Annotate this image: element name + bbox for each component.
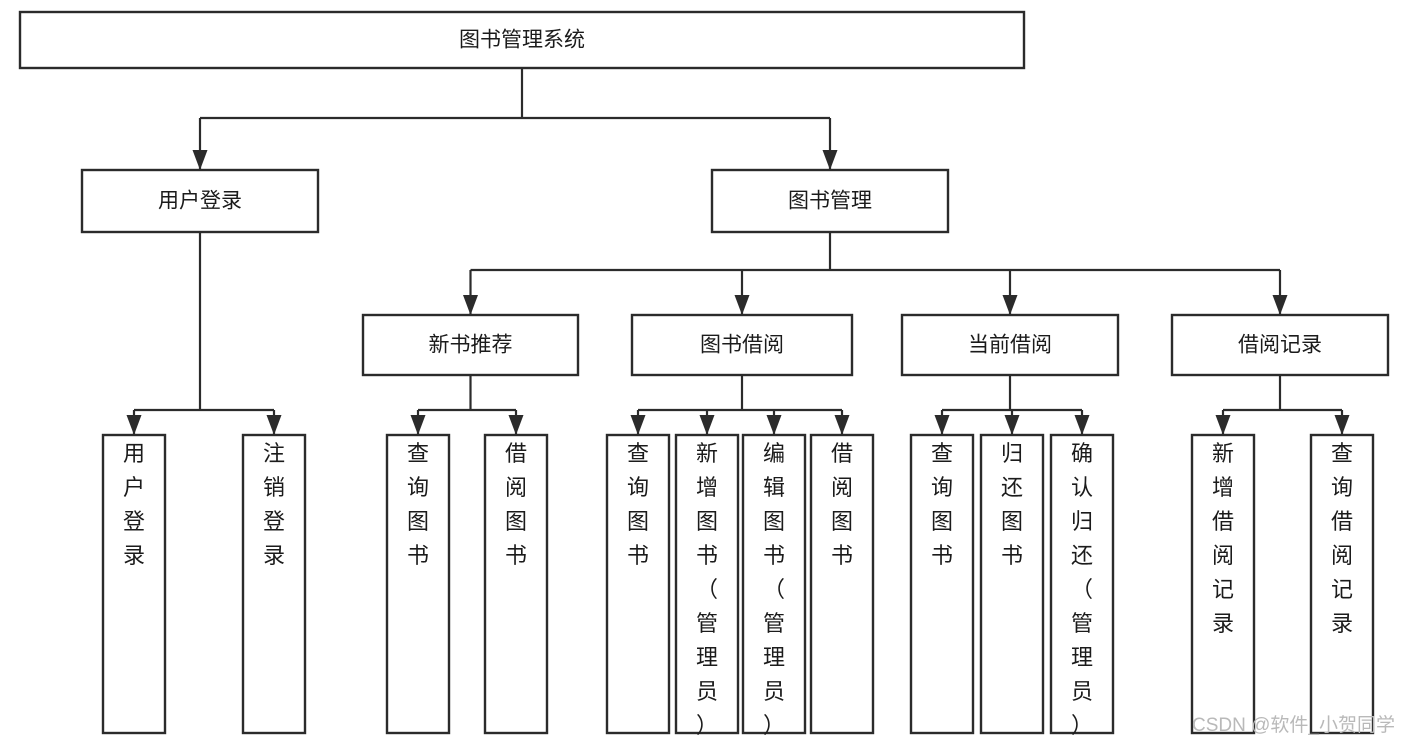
node-borrow-record[interactable]: 借阅记录 (1170, 313, 1390, 377)
node-box-root (18, 10, 1026, 70)
arrow-to-leaf-edit-book-admin (766, 415, 782, 435)
node-box-leaf-query-borrow-record (1309, 433, 1375, 735)
node-box-leaf-return-book (979, 433, 1045, 735)
node-leaf-add-borrow-record[interactable]: 新增借阅记录 (1190, 433, 1256, 735)
node-label-leaf-confirm-return-admin: 确认归还（管理员） (1071, 441, 1093, 738)
node-box-user-login (80, 168, 320, 234)
connector-layer (126, 68, 1350, 435)
node-box-book-borrow (630, 313, 854, 377)
arrow-to-borrow-record (1272, 295, 1288, 315)
arrow-to-new-book-recommend (463, 295, 478, 315)
node-label-leaf-query-borrow-record: 查询借阅记录 (1331, 441, 1353, 636)
node-label-leaf-add-book-admin: 新增图书（管理员） (696, 441, 718, 738)
node-box-leaf-query-book-borrow (605, 433, 671, 735)
arrow-to-leaf-return-book (1004, 415, 1020, 435)
arrow-to-current-borrow (1002, 295, 1018, 315)
arrow-to-leaf-query-borrow-record (1334, 415, 1350, 435)
arrow-to-book-borrow (734, 295, 750, 315)
node-label-user-login: 用户登录 (158, 190, 242, 213)
node-label-leaf-query-book-rec: 查询图书 (407, 441, 429, 568)
node-leaf-add-book-admin[interactable]: 新增图书（管理员） (674, 433, 740, 738)
node-label-book-manage: 图书管理 (788, 190, 872, 213)
node-box-leaf-borrow-book (809, 433, 875, 735)
node-book-manage[interactable]: 图书管理 (710, 168, 950, 234)
arrow-to-leaf-borrow-book-rec (508, 415, 524, 435)
node-box-borrow-record (1170, 313, 1390, 377)
node-new-book-recommend[interactable]: 新书推荐 (361, 313, 580, 377)
arrow-to-leaf-query-book-rec (410, 415, 426, 435)
node-label-root: 图书管理系统 (459, 29, 585, 52)
node-box-leaf-user-login (101, 433, 167, 735)
node-leaf-query-book-current[interactable]: 查询图书 (909, 433, 975, 735)
node-current-borrow[interactable]: 当前借阅 (900, 313, 1120, 377)
node-box-leaf-add-book-admin (674, 433, 740, 735)
node-leaf-edit-book-admin[interactable]: 编辑图书（管理员） (741, 433, 807, 738)
arrow-to-leaf-add-borrow-record (1215, 415, 1231, 435)
node-label-leaf-query-book-current: 查询图书 (931, 441, 953, 568)
node-box-leaf-logout (241, 433, 307, 735)
node-leaf-user-login[interactable]: 用户登录 (101, 433, 167, 735)
arrow-to-leaf-borrow-book (834, 415, 850, 435)
arrow-to-leaf-logout (266, 415, 282, 435)
node-layer: 图书管理系统用户登录图书管理新书推荐图书借阅当前借阅借阅记录用户登录注销登录查询… (18, 10, 1390, 738)
node-box-leaf-query-book-rec (385, 433, 451, 735)
arrow-to-leaf-user-login (126, 415, 142, 435)
node-box-leaf-query-book-current (909, 433, 975, 735)
arrow-to-leaf-add-book-admin (699, 415, 715, 435)
node-leaf-logout[interactable]: 注销登录 (241, 433, 307, 735)
node-leaf-borrow-book[interactable]: 借阅图书 (809, 433, 875, 735)
arrow-to-leaf-query-book-current (934, 415, 950, 435)
node-box-leaf-add-borrow-record (1190, 433, 1256, 735)
node-label-leaf-return-book: 归还图书 (1001, 441, 1023, 568)
node-box-leaf-borrow-book-rec (483, 433, 549, 735)
csdn-watermark: CSDN @软件_小贺同学 (1192, 714, 1395, 736)
node-label-current-borrow: 当前借阅 (968, 334, 1052, 357)
node-box-current-borrow (900, 313, 1120, 377)
arrow-to-leaf-query-book-borrow (630, 415, 646, 435)
node-leaf-query-borrow-record[interactable]: 查询借阅记录 (1309, 433, 1375, 735)
node-label-leaf-user-login: 用户登录 (123, 441, 145, 568)
node-label-leaf-logout: 注销登录 (263, 441, 285, 568)
arrow-to-leaf-confirm-return-admin (1074, 415, 1090, 435)
node-label-borrow-record: 借阅记录 (1238, 334, 1322, 357)
node-leaf-borrow-book-rec[interactable]: 借阅图书 (483, 433, 549, 735)
node-leaf-confirm-return-admin[interactable]: 确认归还（管理员） (1049, 433, 1115, 738)
node-label-leaf-query-book-borrow: 查询图书 (627, 441, 649, 568)
node-leaf-query-book-rec[interactable]: 查询图书 (385, 433, 451, 735)
node-label-leaf-add-borrow-record: 新增借阅记录 (1212, 441, 1234, 636)
arrow-to-user-login (192, 150, 208, 170)
node-book-borrow[interactable]: 图书借阅 (630, 313, 854, 377)
node-leaf-query-book-borrow[interactable]: 查询图书 (605, 433, 671, 735)
node-label-new-book-recommend: 新书推荐 (429, 334, 513, 357)
node-leaf-return-book[interactable]: 归还图书 (979, 433, 1045, 735)
node-box-leaf-confirm-return-admin (1049, 433, 1115, 735)
node-root[interactable]: 图书管理系统 (18, 10, 1026, 70)
node-box-leaf-edit-book-admin (741, 433, 807, 735)
node-label-leaf-borrow-book-rec: 借阅图书 (505, 441, 527, 568)
node-user-login[interactable]: 用户登录 (80, 168, 320, 234)
node-box-new-book-recommend (361, 313, 580, 377)
node-label-leaf-borrow-book: 借阅图书 (831, 441, 853, 568)
node-label-leaf-edit-book-admin: 编辑图书（管理员） (763, 441, 785, 738)
node-label-book-borrow: 图书借阅 (700, 334, 784, 357)
arrow-to-book-manage (822, 150, 838, 170)
node-box-book-manage (710, 168, 950, 234)
